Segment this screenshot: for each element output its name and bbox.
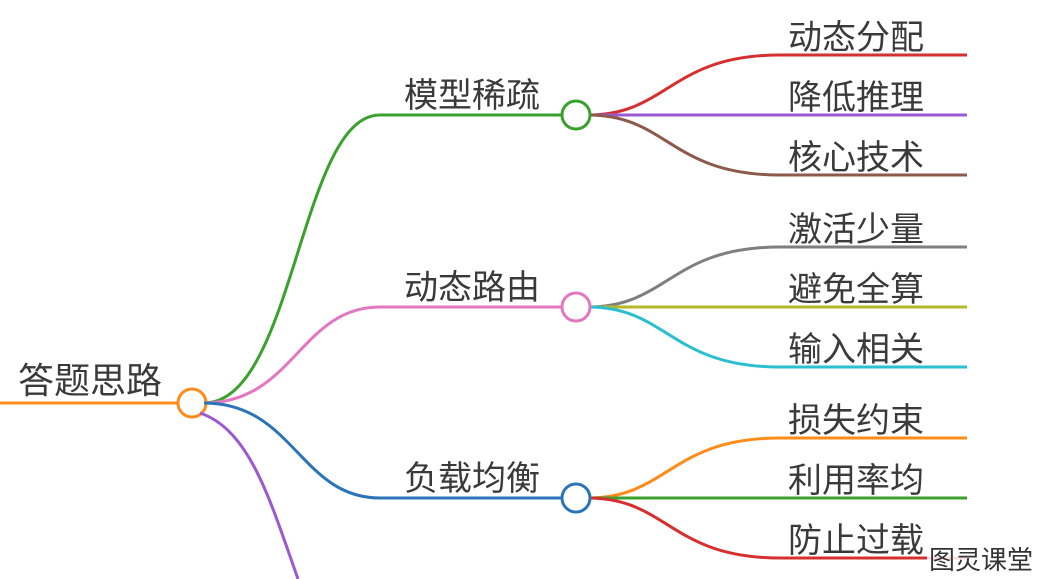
leaf-label: 防止过载 bbox=[788, 521, 924, 561]
branch-load-balance[interactable]: 负载均衡 损失约束 利用率均 防止过载 bbox=[203, 401, 967, 561]
leaf-label: 利用率均 bbox=[788, 461, 924, 501]
leaf-connector bbox=[587, 245, 967, 309]
branch-connector bbox=[203, 113, 381, 405]
leaf-connector bbox=[587, 496, 967, 560]
watermark: 图灵课堂 bbox=[926, 540, 1035, 577]
branch-model-sparse[interactable]: 模型稀疏 动态分配 降低推理 核心技术 bbox=[203, 18, 967, 405]
branch-connector bbox=[203, 401, 381, 500]
branch-node-circle[interactable] bbox=[560, 482, 592, 514]
leaf-label: 核心技术 bbox=[788, 138, 924, 178]
branch-label: 负载均衡 bbox=[404, 459, 540, 499]
branch-node-circle[interactable] bbox=[560, 291, 592, 323]
leaf-label: 降低推理 bbox=[788, 78, 924, 118]
leaf-connector bbox=[587, 113, 967, 177]
branch-connector bbox=[203, 305, 381, 405]
branch-label: 动态路由 bbox=[404, 268, 540, 308]
partial-branch-connector bbox=[199, 411, 300, 579]
leaf-label: 避免全算 bbox=[788, 270, 924, 310]
root-node[interactable]: 答题思路 bbox=[0, 361, 208, 419]
leaf-label: 激活少量 bbox=[788, 210, 924, 250]
leaf-label: 动态分配 bbox=[788, 18, 924, 58]
branch-node-circle[interactable] bbox=[560, 99, 592, 131]
leaf-label: 损失约束 bbox=[788, 401, 924, 441]
root-label: 答题思路 bbox=[18, 361, 162, 402]
leaf-connector bbox=[587, 53, 967, 117]
leaf-label: 输入相关 bbox=[788, 330, 924, 370]
branch-dynamic-routing[interactable]: 动态路由 激活少量 避免全算 输入相关 bbox=[203, 210, 967, 405]
branch-label: 模型稀疏 bbox=[404, 76, 540, 116]
leaf-connector bbox=[587, 436, 967, 500]
leaf-connector bbox=[587, 305, 967, 369]
